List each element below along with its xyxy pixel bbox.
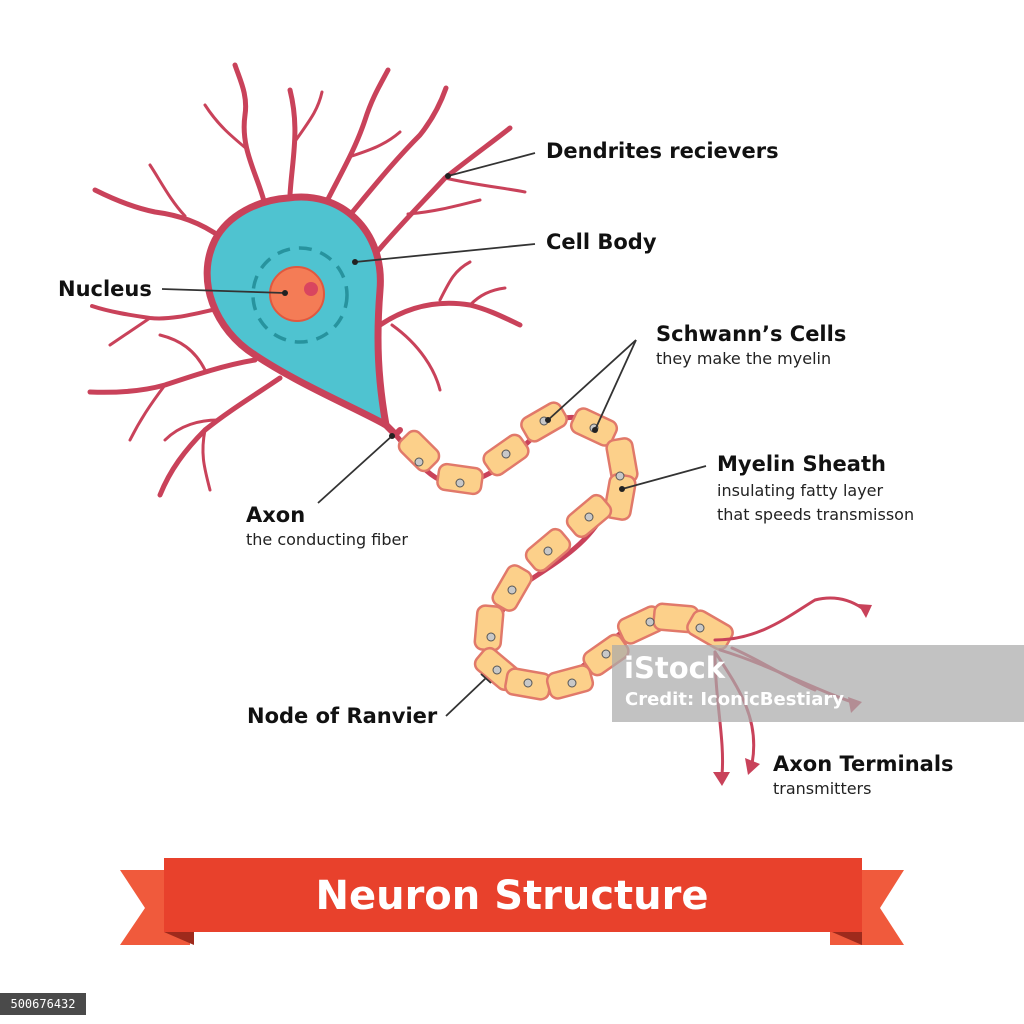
label-schwann-cells: Schwann’s Cells <box>656 322 847 346</box>
label-dendrites: Dendrites recievers <box>546 139 779 163</box>
label-axon-terminals-sub: transmitters <box>773 779 872 798</box>
watermark-box <box>612 645 1024 722</box>
label-node-of-ranvier: Node of Ranvier <box>247 704 438 728</box>
label-axon-sub: the conducting fiber <box>246 530 408 549</box>
label-axon-terminals: Axon Terminals <box>773 752 954 776</box>
banner-title: Neuron Structure <box>315 873 709 919</box>
nucleus-shape <box>269 266 325 322</box>
label-myelin-sheath: Myelin Sheath <box>717 452 886 476</box>
leader-lines <box>161 152 707 717</box>
nucleus-envelope <box>251 246 349 344</box>
label-myelin-sheath-sub2: that speeds transmisson <box>717 505 915 524</box>
myelin-sheath <box>397 401 734 701</box>
dendrites <box>87 62 527 498</box>
watermark-credit: Credit: IconicBestiary <box>625 689 844 710</box>
label-myelin-sheath-sub1: insulating fatty layer <box>717 481 884 500</box>
stock-id-tag: 500676432 <box>0 993 86 1015</box>
watermark-logo-text: iStock <box>624 651 726 685</box>
label-nucleus: Nucleus <box>58 277 152 301</box>
label-schwann-cells-sub: they make the myelin <box>656 349 832 368</box>
nucleolus-shape <box>304 282 318 296</box>
title-banner <box>120 858 904 945</box>
label-cell-body: Cell Body <box>546 230 657 254</box>
label-axon: Axon <box>246 503 306 527</box>
